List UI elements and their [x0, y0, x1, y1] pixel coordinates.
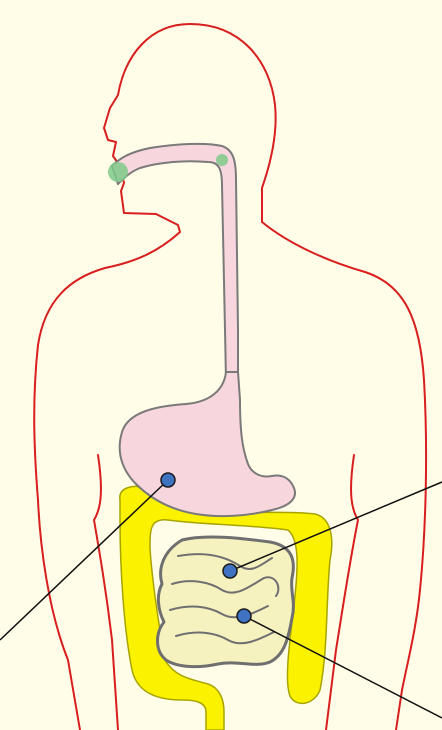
- pharynx-marker: [216, 154, 228, 166]
- small-intestine-upper-marker: [223, 564, 237, 578]
- mouth-marker: [108, 162, 128, 182]
- small-intestine-lower-marker: [237, 609, 251, 623]
- stomach-marker: [161, 473, 175, 487]
